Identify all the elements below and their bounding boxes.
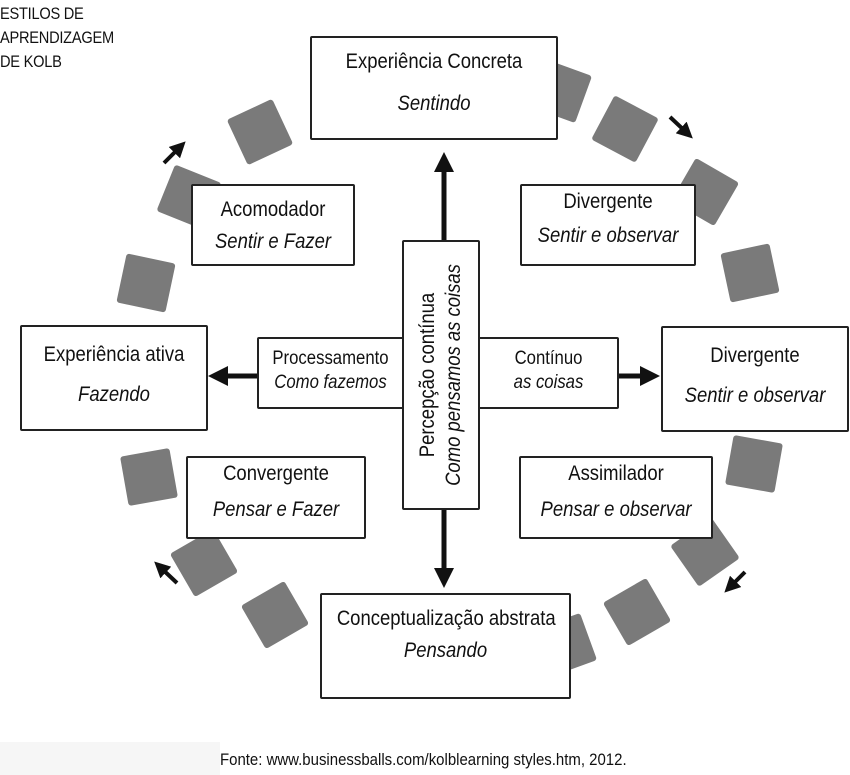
node-title: Divergente <box>710 344 800 367</box>
node-title: Convergente <box>223 462 329 485</box>
node-processing: Processamento Como fazemos <box>257 337 404 409</box>
node-converger: Convergente Pensar e Fazer <box>186 456 366 539</box>
node-subtitle: as coisas <box>513 372 584 393</box>
node-diverger-top: Divergente Sentir e observar <box>520 184 696 266</box>
node-title: Percepção contínua <box>416 292 439 458</box>
node-subtitle: Como pensamos as coisas <box>442 264 465 486</box>
node-subtitle: Como fazemos <box>274 372 387 393</box>
node-title: Acomodador <box>220 198 326 221</box>
node-subtitle: Sentir e Fazer <box>214 230 332 253</box>
node-perception-continuum: Percepção contínua Como pensamos as cois… <box>402 240 480 510</box>
node-active-experience: Experiência ativa Fazendo <box>20 325 208 431</box>
node-subtitle: Sentir e observar <box>684 384 826 407</box>
node-title: Experiência ativa <box>43 343 185 366</box>
title-line-3: DE KOLB <box>0 52 62 71</box>
node-subtitle: Fazendo <box>78 383 150 406</box>
node-title: Experiência Concreta <box>345 50 523 73</box>
node-subtitle: Sentindo <box>397 92 471 115</box>
title-line-2: APRENDIZAGEM <box>0 28 114 47</box>
cycle-arrow-bottom-right <box>724 570 747 593</box>
node-assimilator: Assimilador Pensar e observar <box>519 456 713 539</box>
node-continuum: Contínuo as coisas <box>478 337 619 409</box>
node-subtitle: Pensando <box>403 639 488 662</box>
node-title: Conceptualização abstrata <box>336 607 556 630</box>
node-title: Divergente <box>563 190 653 213</box>
footer-band <box>0 742 220 775</box>
source-note: Fonte: www.businessballs.com/kolblearnin… <box>220 750 627 769</box>
node-concrete-experience: Experiência Concreta Sentindo <box>310 36 558 140</box>
node-subtitle: Pensar e observar <box>540 498 692 521</box>
node-title: Processamento <box>272 348 389 369</box>
node-abstract-conceptualization: Conceptualização abstrata Pensando <box>320 593 571 699</box>
node-diverger-right: Divergente Sentir e observar <box>661 326 849 432</box>
cycle-arrow-top-right <box>668 115 693 139</box>
node-subtitle: Pensar e Fazer <box>212 498 340 521</box>
node-subtitle: Sentir e observar <box>537 224 679 247</box>
node-title: Contínuo <box>514 348 583 369</box>
node-accommodator: Acomodador Sentir e Fazer <box>191 184 355 266</box>
node-title: Assimilador <box>568 462 664 485</box>
diagram-title: ESTILOS DE APRENDIZAGEM DE KOLB <box>0 2 114 74</box>
title-line-1: ESTILOS DE <box>0 4 84 23</box>
cycle-arrow-bottom-left <box>154 561 179 585</box>
cycle-arrow-top-left <box>162 141 186 165</box>
